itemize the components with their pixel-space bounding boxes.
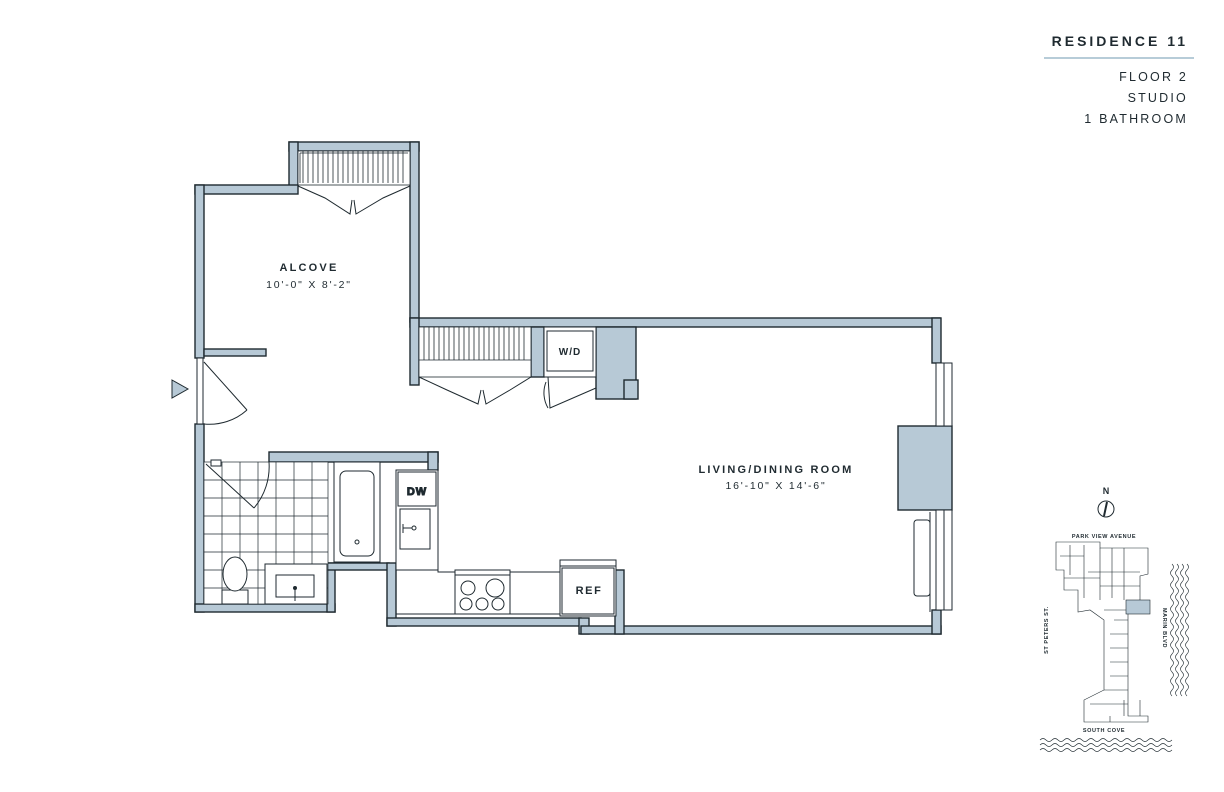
water-waves-south: [1039, 738, 1173, 752]
key-plan: N PARK VIEW AVENUE ST PETERS ST. MARIN B…: [1039, 486, 1189, 752]
title-rule: [1044, 57, 1194, 59]
exterior-walls: [194, 141, 953, 635]
room-labels: ALCOVE 10'-0" X 8'-2" LIVING/DINING ROOM…: [266, 262, 853, 492]
closet-shelving: [297, 150, 532, 378]
entry-arrow-icon: [171, 379, 190, 399]
residence-title: RESIDENCE 11: [1051, 33, 1188, 49]
refrigerator-icon: REF: [559, 559, 617, 617]
windows: [935, 362, 953, 611]
park-view-avenue-label: PARK VIEW AVENUE: [1072, 534, 1136, 540]
living-room-name: LIVING/DINING ROOM: [698, 464, 853, 476]
floor-label: FLOOR 2: [1119, 70, 1188, 84]
washer-dryer-label: W/D: [559, 347, 581, 358]
north-compass-icon: [1097, 500, 1115, 518]
water-waves-east: [1170, 563, 1189, 697]
toilet-icon: [221, 556, 249, 605]
unit-header: RESIDENCE 11 FLOOR 2 STUDIO 1 BATHROOM: [1038, 32, 1194, 130]
kitchen: DW: [395, 469, 561, 615]
refrigerator-label: REF: [576, 585, 603, 597]
building-outline: [1055, 541, 1149, 723]
range-icon: [454, 569, 511, 615]
dishwasher-label: DW: [407, 486, 427, 498]
bathroom-count-label: 1 BATHROOM: [1084, 112, 1188, 126]
unit-type-label: STUDIO: [1127, 91, 1188, 105]
bathtub-icon: [333, 461, 381, 563]
bifold-doors: [297, 185, 532, 405]
marin-blvd-label: MARIN BLVD: [1161, 608, 1167, 648]
alcove-name: ALCOVE: [279, 262, 338, 274]
vanity-sink-icon: [264, 563, 328, 605]
st-peters-street-label: ST PETERS ST.: [1044, 606, 1050, 654]
unit-highlight: [1125, 599, 1151, 615]
south-cove-label: SOUTH COVE: [1083, 728, 1125, 734]
living-room-dimensions: 16'-10" X 14'-6": [726, 480, 827, 492]
sliding-door: [913, 512, 931, 612]
entry-door: [196, 357, 248, 425]
alcove-dimensions: 10'-0" X 8'-2": [266, 279, 352, 291]
wd-closet: W/D: [543, 326, 597, 409]
north-label: N: [1103, 486, 1110, 496]
